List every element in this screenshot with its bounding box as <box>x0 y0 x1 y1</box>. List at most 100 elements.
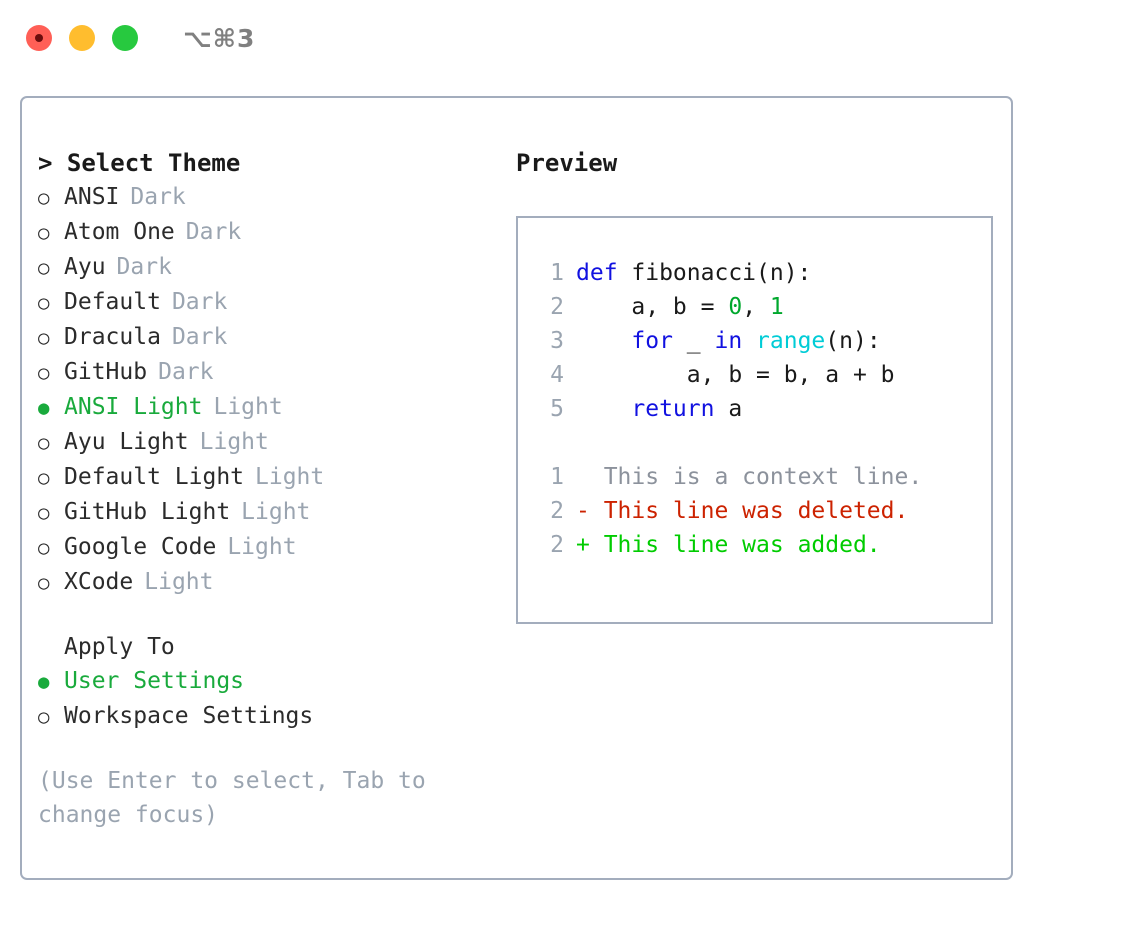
theme-option-name: Ayu Light <box>64 429 189 455</box>
theme-option-xcode[interactable]: ○ XCode Light <box>38 565 493 600</box>
line-number: 2 <box>550 498 564 524</box>
code-text: return a <box>576 392 742 426</box>
theme-option-tag: Dark <box>185 219 242 245</box>
radio-selected-icon: ● <box>38 671 50 693</box>
select-theme-heading: > Select Theme <box>38 149 241 177</box>
theme-option-name: GitHub Light <box>64 499 231 525</box>
theme-option-name: GitHub <box>64 359 148 385</box>
code-line: 2 a, b = 0, 1 <box>530 290 991 324</box>
radio-unselected-icon: ○ <box>38 292 50 314</box>
code-token-plain: a, b = <box>576 294 729 320</box>
diff-marker: + <box>576 532 604 558</box>
diff-line-ctx: 1 This is a context line. <box>530 460 991 494</box>
theme-option-ansi[interactable]: ○ ANSI Dark <box>38 180 493 215</box>
theme-option-tag: Dark <box>171 324 228 350</box>
theme-option-tag: Light <box>199 429 269 455</box>
radio-selected-icon: ● <box>38 397 50 419</box>
code-token-plain <box>576 396 631 422</box>
apply-to-option-name: Workspace Settings <box>64 703 314 729</box>
window-controls <box>26 25 138 51</box>
theme-option-dracula[interactable]: ○ Dracula Dark <box>38 320 493 355</box>
line-number: 1 <box>550 464 564 490</box>
spacer <box>38 600 493 630</box>
maximize-button[interactable] <box>112 25 138 51</box>
theme-option-name: Dracula <box>64 324 161 350</box>
titlebar: ⌥⌘3 <box>0 0 1140 76</box>
code-token-fn: range <box>756 328 826 354</box>
code-line: 5 return a <box>530 392 991 426</box>
theme-option-name: Default Light <box>64 464 245 490</box>
radio-unselected-icon: ○ <box>38 222 50 244</box>
theme-option-google-code[interactable]: ○ Google Code Light <box>38 530 493 565</box>
theme-option-github-light[interactable]: ○ GitHub Light Light <box>38 495 493 530</box>
code-line: 4 a, b = b, a + b <box>530 358 991 392</box>
diff-text: This is a context line. <box>603 464 923 490</box>
apply-to-option-workspace-settings[interactable]: ○ Workspace Settings <box>38 699 493 734</box>
theme-option-name: Google Code <box>64 534 217 560</box>
code-token-plain: fibonacci(n): <box>631 260 812 286</box>
theme-option-default[interactable]: ○ Default Dark <box>38 285 493 320</box>
code-text: for _ in range(n): <box>576 324 881 358</box>
radio-unselected-icon: ○ <box>38 537 50 559</box>
line-number: 3 <box>550 328 564 354</box>
code-token-plain: , <box>742 294 770 320</box>
minimize-button[interactable] <box>69 25 95 51</box>
diff-sample: 1 This is a context line.2- This line wa… <box>530 460 991 562</box>
theme-option-name: ANSI <box>64 184 120 210</box>
theme-option-name: Default <box>64 289 161 315</box>
radio-unselected-icon: ○ <box>38 187 50 209</box>
code-text: def fibonacci(n): <box>576 256 811 290</box>
radio-unselected-icon: ○ <box>38 467 50 489</box>
apply-to-option-name: User Settings <box>64 668 245 694</box>
code-line: 3 for _ in range(n): <box>530 324 991 358</box>
radio-unselected-icon: ○ <box>38 432 50 454</box>
code-text: a, b = b, a + b <box>576 358 895 392</box>
line-number: 2 <box>550 294 564 320</box>
theme-option-tag: Dark <box>171 289 228 315</box>
radio-unselected-icon: ○ <box>38 502 50 524</box>
code-token-kw: in <box>714 328 743 354</box>
theme-option-ayu-light[interactable]: ○ Ayu Light Light <box>38 425 493 460</box>
radio-unselected-icon: ○ <box>38 572 50 594</box>
theme-option-tag: Light <box>241 499 311 525</box>
code-token-kw: for <box>631 328 673 354</box>
code-spacer <box>530 426 991 460</box>
diff-text: This line was deleted. <box>603 498 909 524</box>
keyboard-hint-text: (Use Enter to select, Tab to change focu… <box>38 768 426 828</box>
close-button[interactable] <box>26 25 52 51</box>
line-number: 2 <box>550 532 564 558</box>
diff-line-del: 2- This line was deleted. <box>530 494 991 528</box>
apply-to-option-user-settings[interactable]: ● User Settings <box>38 664 493 699</box>
theme-option-tag: Light <box>144 569 214 595</box>
theme-option-tag: Light <box>227 534 297 560</box>
diff-marker: - <box>576 498 604 524</box>
theme-option-tag: Dark <box>116 254 172 280</box>
radio-unselected-icon: ○ <box>38 327 50 349</box>
theme-option-name: ANSI Light <box>64 394 203 420</box>
code-token-plain: a <box>714 396 743 422</box>
diff-marker <box>576 460 604 494</box>
theme-option-tag: Dark <box>130 184 186 210</box>
keyboard-shortcut-label: ⌥⌘3 <box>183 23 256 53</box>
code-token-plain <box>742 328 756 354</box>
theme-option-tag: Light <box>255 464 325 490</box>
theme-option-name: XCode <box>64 569 134 595</box>
code-token-plain: (n): <box>825 328 881 354</box>
code-token-num: 0 <box>728 294 743 320</box>
line-number: 4 <box>550 362 564 388</box>
code-token-num: 1 <box>769 294 784 320</box>
code-token-kw: def <box>576 260 632 286</box>
code-token-plain: a, b = b, a + b <box>576 362 895 388</box>
radio-unselected-icon: ○ <box>38 706 50 728</box>
theme-option-default-light[interactable]: ○ Default Light Light <box>38 460 493 495</box>
